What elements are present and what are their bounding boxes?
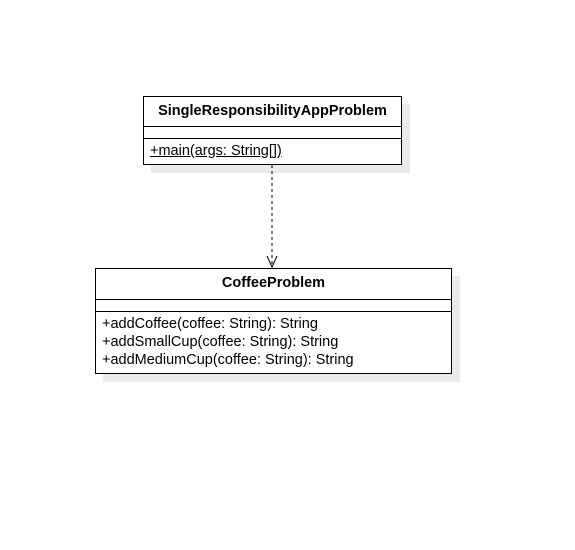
operations-compartment: +addCoffee(coffee: String): String +addS… [96,311,451,369]
class-single-responsibility-app-problem[interactable]: SingleResponsibilityAppProblem +main(arg… [143,96,402,165]
operation-add-coffee: +addCoffee(coffee: String): String [102,316,318,332]
operation-add-medium-cup: +addMediumCup(coffee: String): String [102,352,354,368]
class-name: SingleResponsibilityAppProblem [158,103,387,119]
operations-compartment: +main(args: String[]) [144,138,401,160]
class-coffee-problem[interactable]: CoffeeProblem +addCoffee(coffee: String)… [95,268,452,374]
attributes-compartment [96,299,451,311]
open-arrowhead [266,255,278,269]
class-name: CoffeeProblem [221,275,326,291]
operation-main: +main(args: String[]) [150,143,282,159]
attributes-compartment [144,126,401,138]
operation-add-small-cup: +addSmallCup(coffee: String): String [102,334,339,350]
